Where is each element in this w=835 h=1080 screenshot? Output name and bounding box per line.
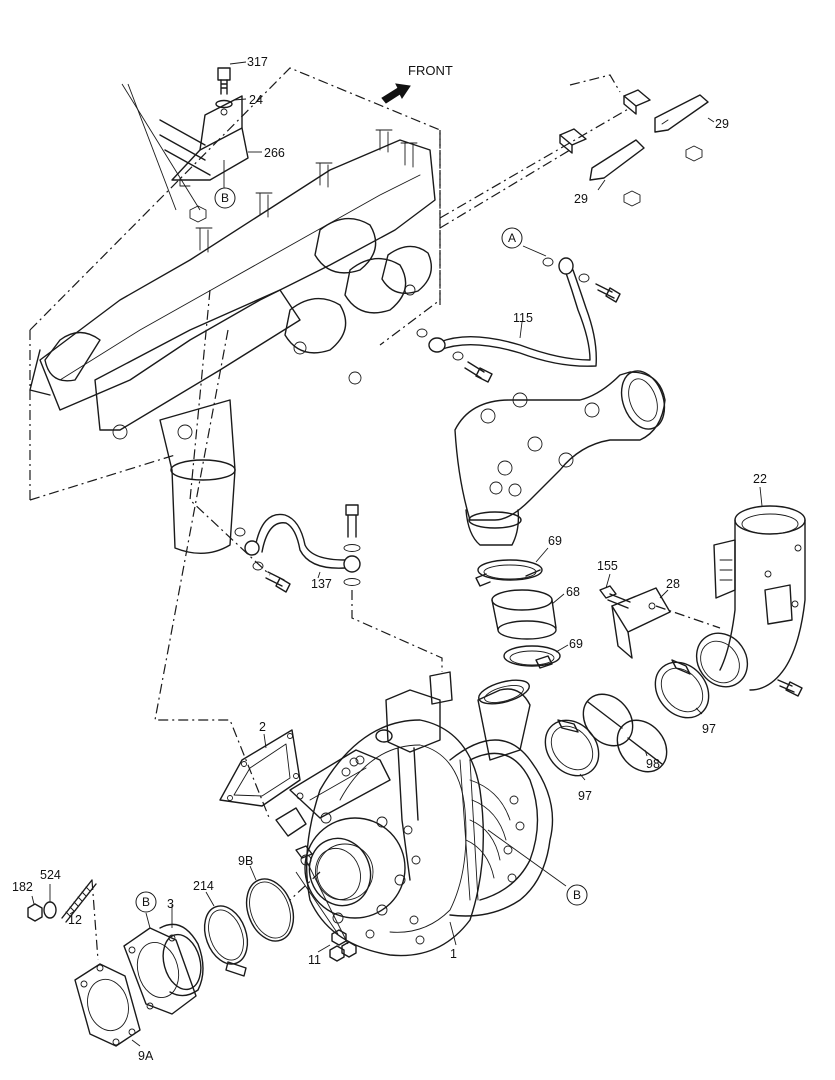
callout-68: 68 [566, 585, 580, 599]
svg-text:B: B [573, 888, 581, 902]
turbocharger-1 [275, 671, 554, 957]
svg-text:A: A [508, 231, 516, 245]
callout-29-lower: 29 [574, 192, 588, 206]
bubble-A-top: A [501, 227, 523, 249]
callout-2: 2 [259, 720, 266, 734]
svg-text:B: B [221, 191, 229, 205]
clamp-97-left [544, 719, 600, 777]
bubble-B-left: B [135, 891, 157, 913]
callout-3: 3 [167, 897, 174, 911]
callout-69-upper: 69 [548, 534, 562, 548]
exhaust-adapter-3 [123, 923, 204, 1015]
clamp-69-upper [475, 559, 543, 587]
gasket-9A [74, 963, 141, 1047]
callout-69-lower: 69 [569, 637, 583, 651]
oil-pipe-115 [416, 257, 621, 383]
callout-12: 12 [68, 913, 82, 927]
callout-97-left: 97 [578, 789, 592, 803]
callout-115: 115 [513, 311, 533, 325]
exhaust-manifold [29, 67, 441, 554]
washer-524 [43, 901, 57, 919]
stud-12 [61, 879, 97, 923]
bubble-B-right: B [566, 884, 588, 906]
nut-182 [27, 903, 43, 922]
front-direction-arrow [381, 83, 411, 104]
callout-24: 24 [249, 93, 263, 107]
bracket-29-lower [559, 128, 645, 207]
bracket-266 [171, 95, 249, 187]
callout-9B: 9B [238, 854, 253, 868]
hose-98 [582, 693, 668, 773]
clamp-69-lower [503, 645, 561, 669]
washer-24 [215, 99, 233, 109]
callout-29-upper: 29 [715, 117, 729, 131]
callout-11: 11 [308, 953, 321, 967]
bolt-155 [599, 585, 631, 609]
callout-98: 98 [646, 757, 660, 771]
callout-1: 1 [450, 947, 457, 961]
oil-pipe-137 [234, 504, 361, 593]
callout-22: 22 [753, 472, 767, 486]
compressor-pipe-22 [695, 505, 806, 697]
bracket-29-upper [623, 89, 709, 162]
callout-97-right: 97 [702, 722, 716, 736]
bolt-317 [217, 67, 231, 95]
hose-68 [491, 589, 557, 640]
callout-317: 317 [247, 55, 268, 69]
bubble-B-top: B [214, 187, 236, 209]
o-ring-9B [245, 878, 295, 942]
callout-524: 524 [40, 868, 61, 882]
callout-155: 155 [597, 559, 618, 573]
clamp-97-right [654, 659, 710, 719]
callout-214: 214 [193, 879, 214, 893]
callout-137: 137 [311, 577, 332, 591]
callout-266: 266 [264, 146, 285, 160]
callout-28: 28 [666, 577, 680, 591]
clamp-214 [203, 905, 249, 977]
compressor-outlet-elbow [454, 370, 666, 546]
gasket-2 [219, 729, 301, 807]
nut-bracket [189, 205, 207, 223]
bracket-28 [611, 587, 671, 659]
callout-182: 182 [12, 880, 33, 894]
callout-9A: 9A [138, 1049, 154, 1063]
svg-text:B: B [142, 895, 150, 909]
front-label: FRONT [408, 63, 453, 78]
